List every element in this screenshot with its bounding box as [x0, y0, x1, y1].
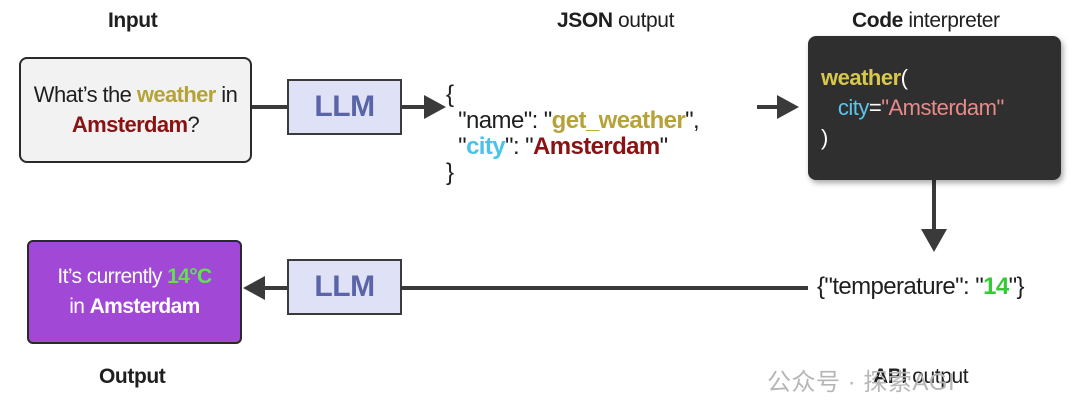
input-line-1: What’s the weather in: [33, 82, 238, 107]
output-line-1: It’s currently 14°C: [57, 265, 212, 288]
code-interpreter-box: weather( city="Amsterdam"): [808, 36, 1061, 180]
api-output-heading: API output: [873, 365, 969, 388]
api-output-text: {"temperature": "14"}: [817, 273, 1025, 300]
json-city-line: "city": "Amsterdam": [446, 133, 668, 160]
output-line-2: in Amsterdam: [69, 295, 200, 318]
llm-box-bottom: LLM: [287, 259, 402, 315]
json-output-block: { "name": "get_weather", "city": "Amster…: [446, 56, 700, 186]
json-to-code-arrow: [757, 95, 799, 119]
code-line-1: weather(: [821, 65, 908, 90]
code-line-2: city="Amsterdam": [837, 95, 1004, 120]
json-close-brace: }: [446, 159, 454, 186]
json-open-brace: {: [446, 81, 454, 108]
json-output-heading: JSON output: [557, 9, 675, 32]
input-line-2: Amsterdam?: [71, 112, 200, 137]
json-name-line: "name": "get_weather",: [446, 107, 700, 134]
llm-to-json-arrow: [401, 95, 446, 119]
llm-to-output-arrow: [243, 276, 287, 300]
input-heading: Input: [108, 9, 158, 32]
llm-box-top: LLM: [287, 79, 402, 135]
output-box: It’s currently 14°C in Amsterdam: [27, 240, 242, 344]
input-box: What’s the weather in Amsterdam?: [19, 57, 252, 163]
code-interpreter-heading: Code interpreter: [852, 9, 1000, 32]
output-heading: Output: [99, 365, 166, 388]
watermark: 公众号 · 探索AGI: [767, 369, 956, 396]
code-to-api-arrow: [921, 180, 947, 252]
code-line-3: ): [821, 125, 828, 150]
